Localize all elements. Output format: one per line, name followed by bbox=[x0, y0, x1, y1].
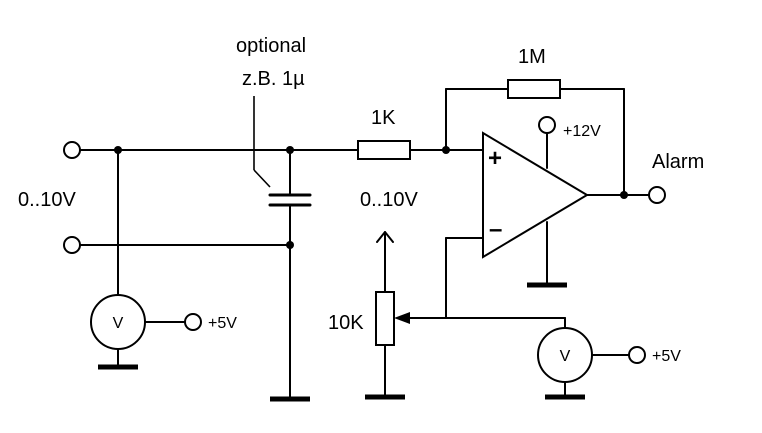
resistor-1m bbox=[507, 79, 561, 99]
terminals bbox=[63, 116, 666, 364]
optional-label: optional bbox=[236, 35, 306, 57]
input-terminal-top bbox=[63, 141, 81, 159]
voltmeter-left: V bbox=[90, 294, 146, 350]
voltmeter-left-label: V bbox=[113, 315, 124, 332]
supply-terminal-5v-right bbox=[628, 346, 646, 364]
supply-5v-right-label: +5V bbox=[652, 348, 681, 365]
supply-5v-left-label: +5V bbox=[208, 315, 237, 332]
opamp: + – bbox=[482, 131, 589, 259]
capacitor bbox=[253, 96, 312, 207]
voltmeter-right-label: V bbox=[560, 348, 571, 365]
alarm-terminal bbox=[648, 186, 666, 204]
capacitor-value-label: z.B. 1µ bbox=[242, 68, 305, 90]
potentiometer-label: 10K bbox=[328, 312, 364, 334]
input-terminal-bottom bbox=[63, 236, 81, 254]
opamp-minus-sign: – bbox=[489, 216, 502, 243]
potentiometer bbox=[375, 231, 410, 346]
supply-terminal-5v-left bbox=[184, 313, 202, 331]
wires bbox=[79, 88, 649, 398]
reference-arrow bbox=[376, 231, 394, 243]
resistor-1k bbox=[357, 140, 411, 160]
supply-12v-label: +12V bbox=[563, 123, 601, 140]
reference-range-label: 0..10V bbox=[360, 189, 418, 211]
opamp-plus-sign: + bbox=[488, 145, 502, 172]
input-range-label: 0..10V bbox=[18, 189, 76, 211]
supply-terminal-12v bbox=[538, 116, 556, 134]
resistor-1m-label: 1M bbox=[518, 46, 546, 68]
labels: optional z.B. 1µ 1M 1K +12V Alarm 0..10V… bbox=[18, 35, 704, 365]
resistor-1k-label: 1K bbox=[371, 107, 396, 129]
voltmeter-right: V bbox=[537, 327, 593, 383]
ground-symbols bbox=[98, 282, 585, 402]
junctions bbox=[114, 146, 628, 249]
alarm-label: Alarm bbox=[652, 151, 704, 173]
